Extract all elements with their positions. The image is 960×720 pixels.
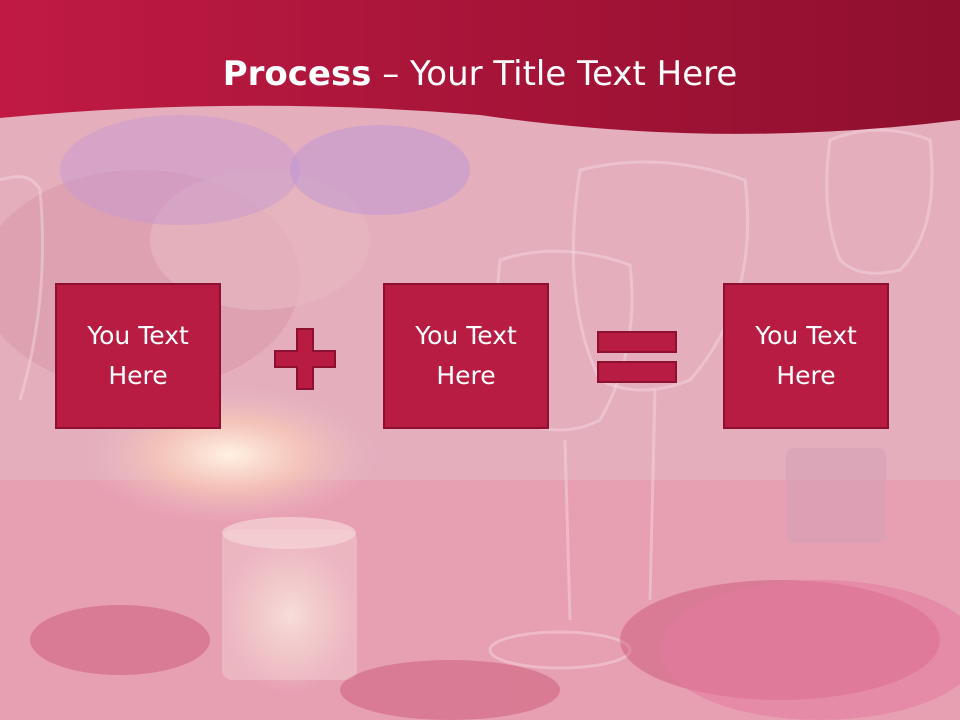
process-box-label: You Text Here bbox=[415, 321, 517, 390]
slide-title: Process – Your Title Text Here bbox=[0, 52, 960, 96]
process-box-3[interactable]: You Text Here bbox=[723, 283, 889, 429]
process-box-2[interactable]: You Text Here bbox=[383, 283, 549, 429]
title-bold: Process bbox=[222, 54, 372, 94]
equals-icon bbox=[597, 331, 677, 383]
process-box-label: You Text Here bbox=[87, 321, 189, 390]
title-rest: – Your Title Text Here bbox=[371, 54, 738, 94]
plus-icon bbox=[274, 328, 336, 390]
process-box-label: You Text Here bbox=[755, 321, 857, 390]
process-box-1[interactable]: You Text Here bbox=[55, 283, 221, 429]
